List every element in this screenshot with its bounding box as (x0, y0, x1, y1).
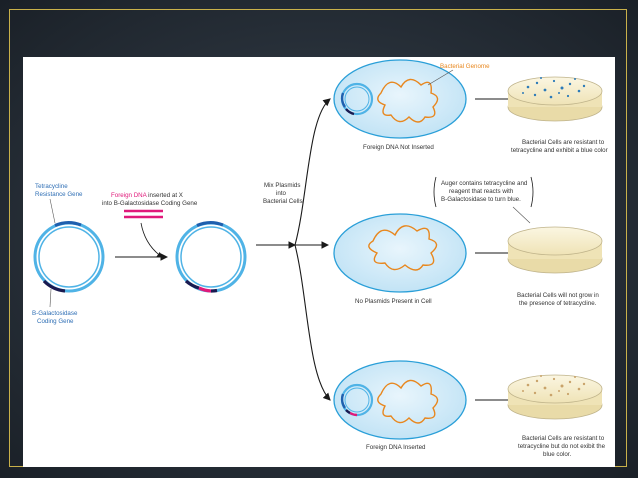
bacterial-cell-top (333, 59, 467, 139)
result-mid-line1: Bacterial Cells will not grow in (517, 292, 599, 299)
petri-dish-top (507, 76, 603, 122)
recombinant-dna-diagram: Tetracycline Resistance Gene B-Galactosi… (32, 59, 608, 458)
branch-arrow-bottom (294, 244, 331, 401)
result-bottom-line2: tetracycline but do not exibit the (518, 443, 606, 450)
petri-dish-bottom (507, 374, 603, 420)
inserted-foreign-dna (198, 286, 212, 293)
diagram-panel: Tetracycline Resistance Gene B-Galactosi… (23, 57, 615, 467)
auger-note-1: Auger contains tetracycline and (441, 180, 528, 187)
tetracycline-label-1: Tetracycline (35, 183, 68, 190)
blue-colonies (522, 77, 586, 99)
bacterial-cell-bottom (333, 360, 467, 440)
result-top-line1: Bacterial Cells are resistant to (522, 139, 605, 146)
foreign-insert-prefix: Foreign DNA (111, 192, 148, 199)
inserted-foreign-dna-bottom (349, 411, 358, 417)
mix-label-1: Mix Plasmids (264, 182, 300, 189)
mix-label-3: Bacterial Cells (263, 198, 303, 205)
result-bottom-line1: Bacterial Cells are resistant to (522, 435, 605, 442)
tetracycline-gene-segment (54, 221, 82, 227)
foreign-insert-label: Foreign DNA inserted at X (111, 192, 183, 199)
auger-note-3: B-Galactosidase to turn blue. (441, 196, 521, 203)
galactosidase-label-2: Coding Gene (37, 318, 74, 325)
branch-arrow-top (294, 98, 331, 246)
result-bottom-line3: blue color. (543, 451, 571, 458)
insert-curve-arrow (140, 222, 163, 258)
foreign-insert-line2: into B-Galactosidase Coding Gene (102, 200, 198, 207)
bacterial-genome-top (377, 78, 439, 123)
original-plasmid (33, 221, 105, 293)
result-top-line2: tetracycline and exhibit a blue color (511, 147, 608, 154)
mix-label-2: into (276, 190, 287, 197)
cell-bottom-caption: Foreign DNA Inserted (366, 444, 426, 451)
tetracycline-label-2: Resistance Gene (35, 191, 83, 198)
cell-top-caption: Foreign DNA Not Inserted (363, 144, 434, 151)
galactosidase-gene-segment (42, 279, 66, 293)
bacterial-genome-middle (368, 225, 438, 271)
cell-mid-caption: No Plasmids Present in Cell (355, 298, 432, 305)
galactosidase-label-1: B-Galactosidase (32, 310, 78, 317)
petri-dish-middle (507, 226, 603, 274)
bacterial-cell-middle (333, 213, 467, 293)
recombinant-plasmid (175, 221, 247, 293)
bacterial-genome-label: Bacterial Genome (440, 63, 490, 70)
result-mid-line2: the presence of tetracycline. (519, 300, 597, 307)
bacterial-genome-bottom (377, 379, 439, 424)
auger-note-2: reagent that reacts with (449, 188, 514, 195)
foreign-insert-suffix: inserted at X (146, 192, 182, 199)
tan-colonies (522, 375, 586, 397)
